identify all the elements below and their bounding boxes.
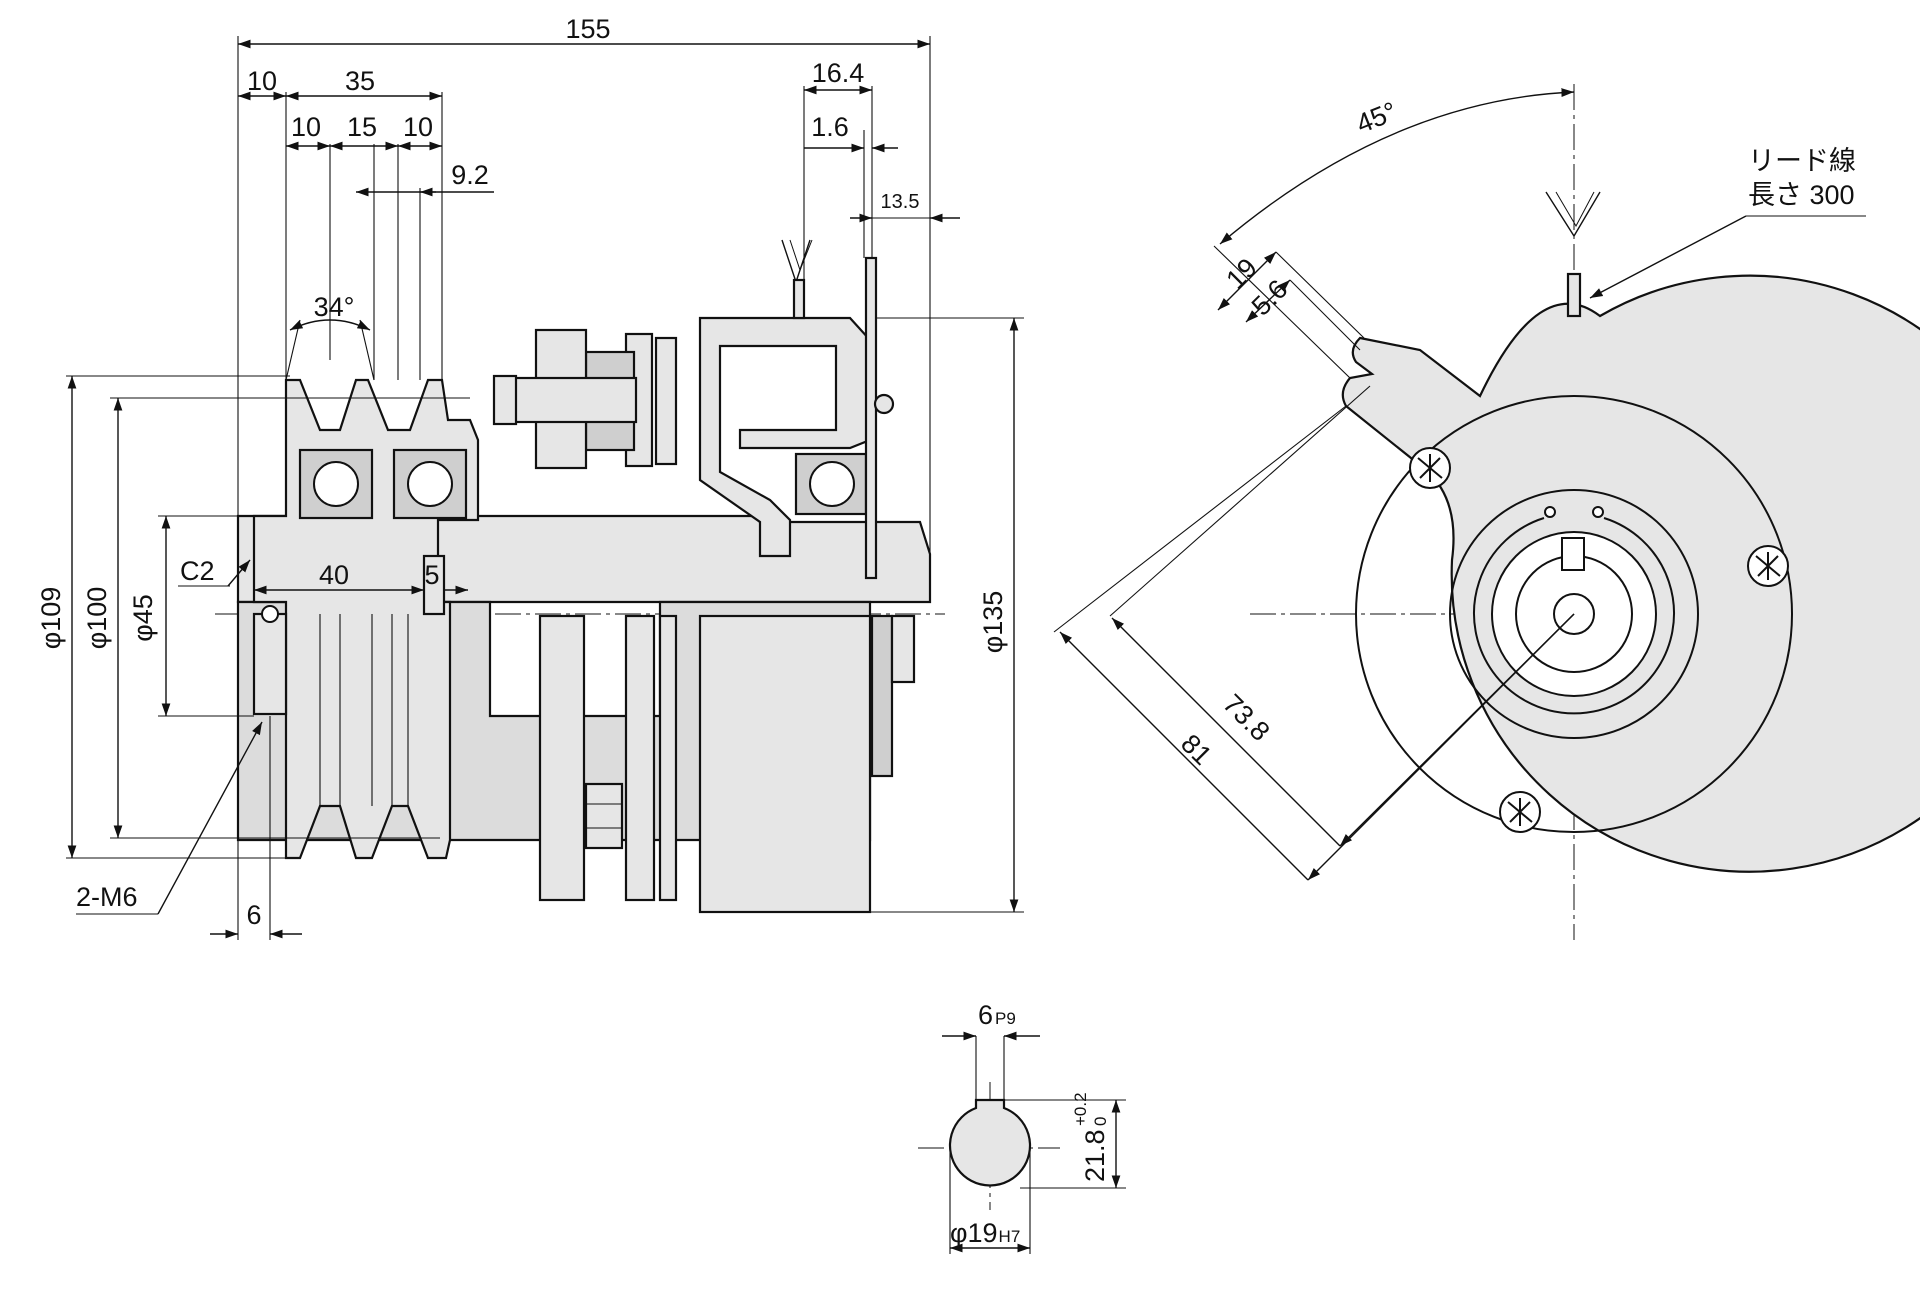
dim-phi100: φ100 <box>82 587 112 650</box>
hex-nut-lower <box>584 782 624 850</box>
torque-pin-assembly <box>492 328 678 470</box>
svg-text:0: 0 <box>1091 1117 1110 1126</box>
armature-plate-3 <box>658 614 678 902</box>
side-dimensions: 155 10 35 10 15 10 9.2 34° 16.4 1.6 <box>36 14 1024 940</box>
lead-wire-side <box>781 239 813 320</box>
dim-40: 40 <box>319 560 349 590</box>
label-c2: C2 <box>180 556 215 586</box>
keyway-bore-section <box>948 1098 1032 1187</box>
dim-155: 155 <box>565 14 610 44</box>
bearing-right <box>392 448 468 520</box>
dim-1-6: 1.6 <box>811 112 849 142</box>
dim-10-a: 10 <box>291 112 321 142</box>
terminal-screw <box>873 393 895 415</box>
side-view <box>215 239 945 914</box>
keyway-depth: 21.8 +0.2 0 <box>1071 1092 1110 1182</box>
bearing-left <box>298 448 374 520</box>
dim-10-left: 10 <box>247 66 277 96</box>
dim-5: 5 <box>424 560 439 590</box>
svg-text:+0.2: +0.2 <box>1071 1092 1090 1126</box>
field-flange <box>870 614 894 778</box>
armature-plate-1 <box>538 614 586 902</box>
dim-73-8: 73.8 <box>1217 688 1275 746</box>
front-ring-outer <box>1355 395 1793 833</box>
snap-ring <box>1473 517 1675 715</box>
dim-13-5: 13.5 <box>881 191 920 213</box>
front-ring-mid <box>1449 489 1699 739</box>
screw-bottom <box>1499 791 1541 833</box>
screw-right <box>1747 545 1789 587</box>
label-2-m6: 2-M6 <box>76 882 138 912</box>
armature-plate-2 <box>624 614 656 902</box>
lead-note-line1: リード線 <box>1748 146 1856 176</box>
screw-top <box>1409 447 1451 489</box>
bearing-bracket <box>794 452 868 516</box>
dim-10-b: 10 <box>403 112 433 142</box>
dim-phi135: φ135 <box>978 591 1008 654</box>
svg-text:21.8: 21.8 <box>1080 1129 1110 1182</box>
dim-9-2: 9.2 <box>451 160 489 190</box>
dim-45deg: 45° <box>1352 96 1401 139</box>
dim-34deg: 34° <box>314 292 355 322</box>
lead-note-line2: 長さ 300 <box>1748 180 1855 210</box>
front-view <box>1250 84 1920 940</box>
keyway-bore-dia: φ19H7 <box>950 1218 1020 1248</box>
dim-35: 35 <box>345 66 375 96</box>
front-key <box>1561 537 1585 571</box>
dim-16-4: 16.4 <box>812 58 865 88</box>
field-housing <box>698 614 872 914</box>
terminal-plate <box>864 256 878 580</box>
field-rear-step <box>890 614 916 684</box>
set-screw-boss <box>252 612 288 716</box>
dim-15: 15 <box>347 112 377 142</box>
dim-6: 6 <box>246 900 261 930</box>
dim-81: 81 <box>1175 728 1217 770</box>
dim-phi45: φ45 <box>128 594 158 642</box>
dim-phi109: φ109 <box>36 587 66 650</box>
